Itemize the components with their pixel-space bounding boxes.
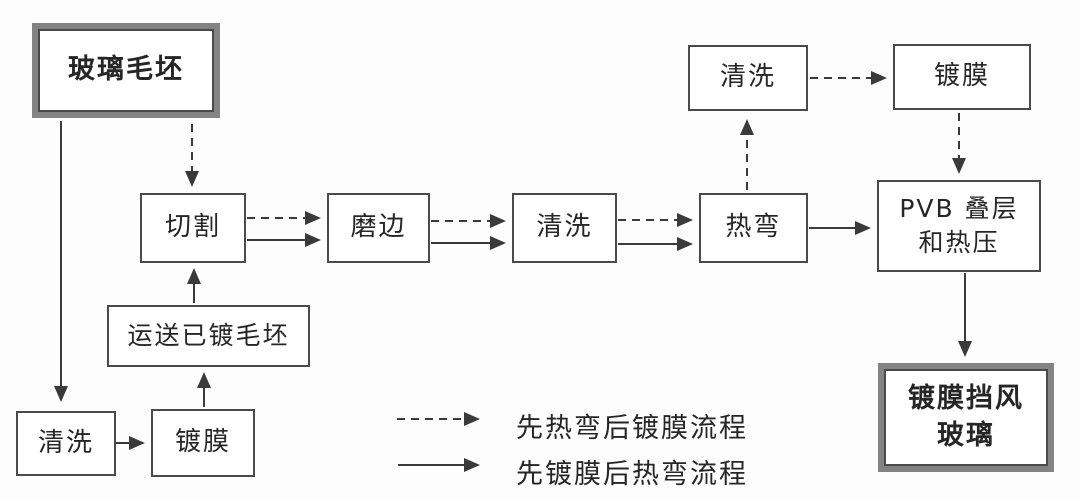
- node-pvb-lamination-label-line1: PVB 叠层: [899, 194, 1019, 224]
- node-washing-top: 清洗: [688, 45, 808, 111]
- node-glass-blank: 玻璃毛坯: [32, 23, 220, 118]
- node-pvb-lamination: PVB 叠层 和热压: [877, 180, 1041, 272]
- node-edging-label: 磨边: [350, 212, 407, 243]
- node-washing-top-label: 清洗: [719, 62, 776, 93]
- node-washing-bottom: 清洗: [16, 411, 116, 476]
- legend-dashed-route-label: 先热弯后镀膜流程: [516, 413, 748, 444]
- node-coating-top: 镀膜: [893, 44, 1031, 110]
- node-coating-bottom-label: 镀膜: [174, 427, 231, 458]
- node-transport-coated-blank: 运送已镀毛坯: [107, 305, 310, 367]
- node-coating-bottom: 镀膜: [151, 409, 255, 477]
- node-pvb-lamination-label-line2: 和热压: [918, 228, 1000, 257]
- node-edging: 磨边: [327, 193, 430, 263]
- legend-solid-route-label: 先镀膜后热弯流程: [516, 459, 748, 490]
- node-coating-top-label: 镀膜: [933, 61, 990, 92]
- node-hot-bending: 热弯: [699, 193, 808, 263]
- node-glass-blank-label: 玻璃毛坯: [68, 54, 184, 86]
- node-coated-windshield: 镀膜挡风 玻璃: [878, 363, 1054, 472]
- node-transport-coated-blank-label: 运送已镀毛坯: [127, 321, 290, 351]
- node-cutting-label: 切割: [164, 212, 221, 243]
- node-washing-middle: 清洗: [512, 193, 617, 263]
- node-washing-bottom-label: 清洗: [37, 427, 94, 458]
- node-cutting: 切割: [140, 193, 246, 263]
- node-coated-windshield-label-line2: 玻璃: [937, 419, 995, 451]
- node-washing-middle-label: 清洗: [536, 212, 593, 243]
- node-hot-bending-label: 热弯: [725, 212, 782, 243]
- node-coated-windshield-label-line1: 镀膜挡风: [908, 383, 1024, 415]
